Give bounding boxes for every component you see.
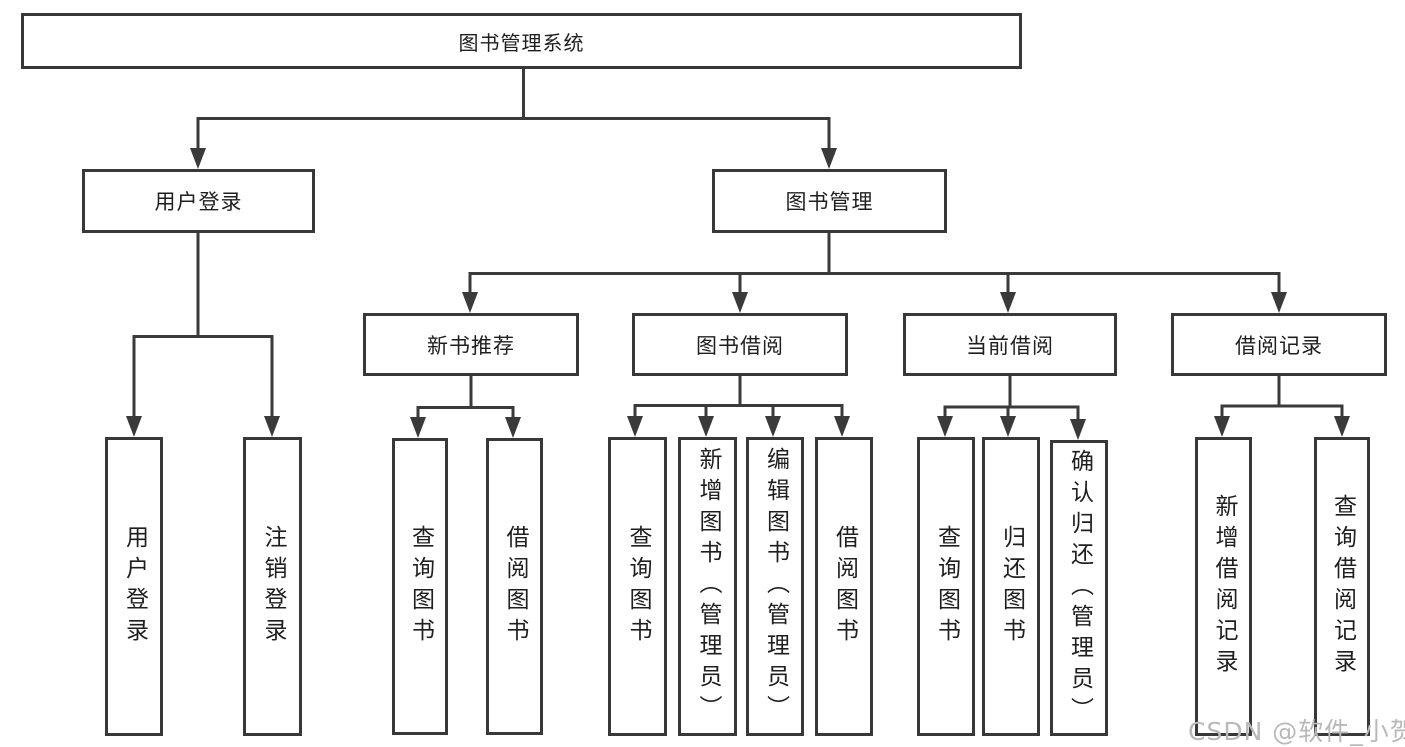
leaf-query-books-borrow: 查询图书 bbox=[608, 437, 667, 736]
leaf-label: 借阅图书 bbox=[502, 524, 528, 649]
leaf-borrow-books-recommend: 借阅图书 bbox=[486, 438, 543, 735]
node-borrow-records: 借阅记录 bbox=[1171, 313, 1387, 376]
leaf-user-login: 用户登录 bbox=[105, 437, 163, 736]
leaf-logout-login: 注销登录 bbox=[243, 437, 302, 736]
leaf-query-books-recommend: 查询图书 bbox=[392, 438, 448, 735]
leaf-label: 查询图书 bbox=[933, 524, 960, 649]
node-label: 用户登录 bbox=[154, 190, 243, 214]
csdn-watermark: CSDN @软件_小贺同学 bbox=[1188, 717, 1405, 746]
leaf-label: 查询图书 bbox=[407, 524, 434, 649]
leaf-label: 新增图书（管理员） bbox=[695, 447, 721, 726]
node-label: 图书管理 bbox=[785, 190, 874, 214]
leaf-label: 用户登录 bbox=[121, 524, 148, 649]
leaf-label: 借阅图书 bbox=[831, 524, 858, 649]
node-label: 当前借阅 bbox=[966, 333, 1054, 358]
leaf-borrow-books: 借阅图书 bbox=[815, 437, 873, 736]
leaf-label: 确认归还（管理员） bbox=[1066, 448, 1093, 728]
node-label: 图书管理系统 bbox=[458, 30, 585, 55]
node-label: 图书借阅 bbox=[696, 333, 784, 358]
leaf-confirm-return-admin: 确认归还（管理员） bbox=[1050, 440, 1108, 736]
leaf-query-borrow-record: 查询借阅记录 bbox=[1314, 437, 1370, 736]
leaf-label: 新增借阅记录 bbox=[1211, 493, 1237, 680]
leaf-label: 编辑图书（管理员） bbox=[762, 447, 789, 726]
leaf-label: 查询图书 bbox=[625, 524, 651, 649]
node-user-login: 用户登录 bbox=[82, 169, 315, 233]
node-book-management: 图书管理 bbox=[712, 169, 947, 233]
leaf-label: 归还图书 bbox=[998, 524, 1025, 649]
leaf-label: 查询借阅记录 bbox=[1329, 493, 1356, 680]
node-new-book-recommend: 新书推荐 bbox=[363, 313, 579, 376]
node-book-borrow: 图书借阅 bbox=[632, 313, 848, 376]
node-label: 借阅记录 bbox=[1235, 333, 1323, 358]
leaf-add-borrow-record: 新增借阅记录 bbox=[1195, 437, 1252, 736]
leaf-label: 注销登录 bbox=[260, 524, 286, 649]
leaf-return-books: 归还图书 bbox=[982, 437, 1040, 736]
node-current-borrow: 当前借阅 bbox=[903, 313, 1117, 376]
node-root-library-management-system: 图书管理系统 bbox=[21, 13, 1022, 69]
leaf-query-books-current: 查询图书 bbox=[917, 437, 975, 736]
leaf-edit-books-admin: 编辑图书（管理员） bbox=[746, 437, 804, 736]
leaf-add-books-admin: 新增图书（管理员） bbox=[678, 437, 737, 736]
node-label: 新书推荐 bbox=[427, 333, 515, 358]
